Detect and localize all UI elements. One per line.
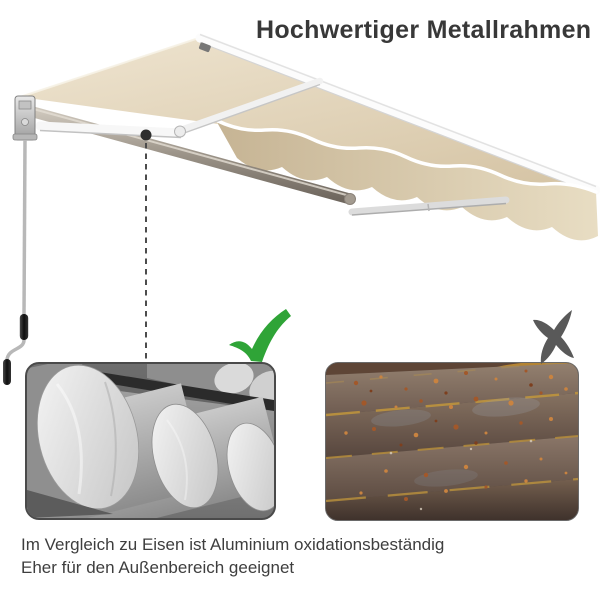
awning-illustration: [3, 33, 600, 385]
x-icon: [533, 310, 574, 364]
check-icon: [229, 309, 291, 362]
caption: Im Vergleich zu Eisen ist Aluminium oxid…: [21, 533, 444, 579]
rust-photo: [325, 362, 579, 521]
awning-front-bar: [195, 33, 600, 196]
caption-line-2: Eher für den Außenbereich geeignet: [21, 558, 295, 577]
canopy-edge-highlight: [19, 36, 203, 98]
aluminum-photo: [25, 362, 276, 520]
valance-white-piping: [216, 119, 598, 194]
rust-photo-art: [326, 363, 578, 520]
awning-canopy: [20, 37, 596, 195]
callout-dot: [140, 129, 152, 141]
caption-line-1: Im Vergleich zu Eisen ist Aluminium oxid…: [21, 535, 445, 554]
folding-arm-right: [348, 196, 510, 216]
folding-arm-left: [35, 77, 324, 139]
page-title: Hochwertiger Metallrahmen: [256, 16, 592, 44]
aluminum-photo-art: [27, 364, 274, 518]
awning-valance: [218, 121, 598, 241]
wall-bracket: [12, 95, 38, 141]
crank-handle: [3, 139, 29, 385]
